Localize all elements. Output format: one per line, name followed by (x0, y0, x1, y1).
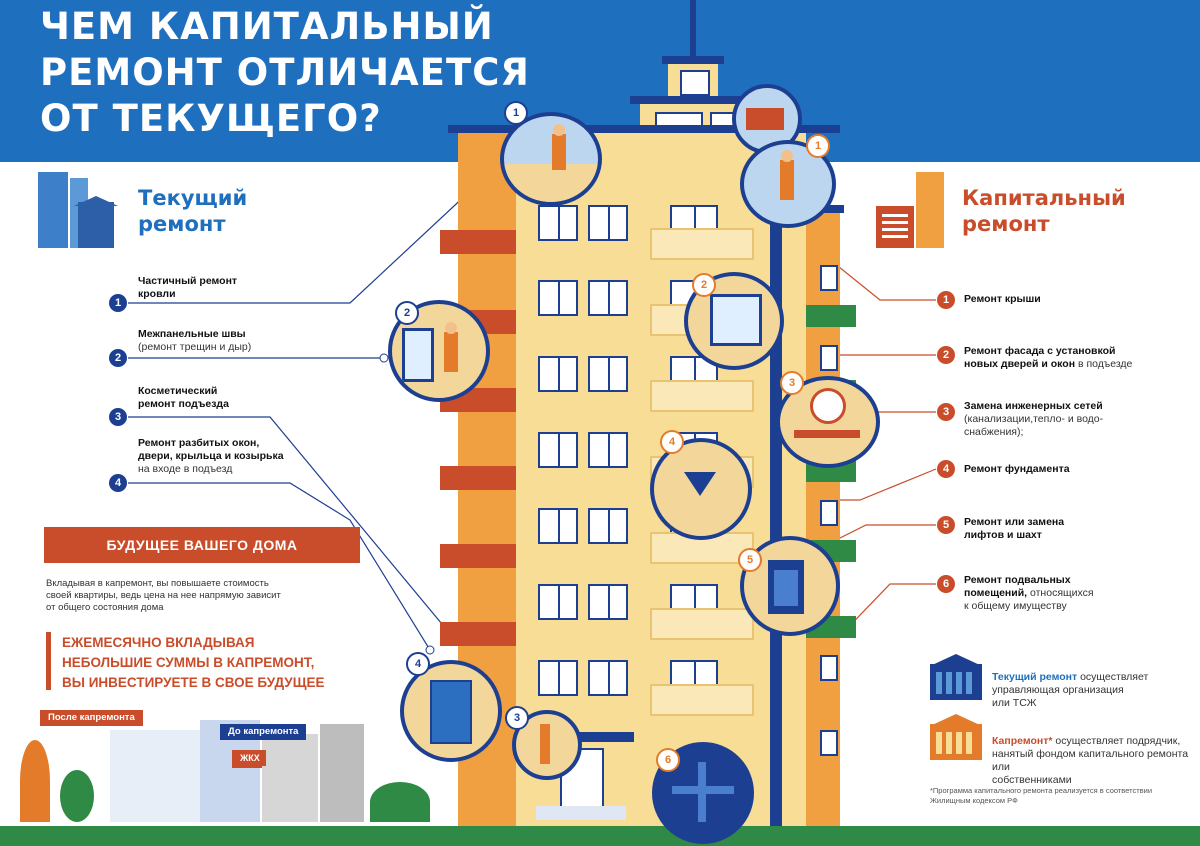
current-repair-icon (38, 172, 118, 248)
current-repair-heading: Текущий ремонт (138, 186, 248, 236)
current-item-number: 3 (109, 408, 127, 426)
before-repair-tag: До капремонта (220, 724, 307, 740)
current-item: Косметический ремонт подъезда (138, 385, 229, 410)
current-item: Ремонт разбитых окон, двери, крыльца и к… (138, 437, 284, 475)
current-item-number: 1 (109, 294, 127, 312)
legend-capital-icon (930, 714, 982, 760)
capital-repair-heading: Капитальный ремонт (962, 186, 1126, 236)
capital-item: Ремонт или замена лифтов и шахт (964, 516, 1065, 541)
roof-worker-bubble (500, 112, 602, 206)
housing-office-sign: ЖКХ (234, 750, 266, 766)
bubble-number: 2 (395, 301, 419, 325)
capital-item: Ремонт фундамента (964, 463, 1070, 475)
capital-item: Ремонт подвальных помещений, относящихся… (964, 574, 1094, 612)
capital-item-number: 6 (937, 575, 955, 593)
footnote: *Программа капитального ремонта реализуе… (930, 786, 1153, 805)
capital-item: Ремонт крыши (964, 293, 1041, 305)
bubble-number: 1 (504, 101, 528, 125)
slogan-bar (46, 632, 51, 690)
bubble-number: 3 (505, 706, 529, 730)
legend-current-icon (930, 654, 982, 700)
legend-capital: Капремонт* осуществляет подрядчик, нанят… (992, 735, 1189, 786)
capital-item: Замена инженерных сетей (канализации,теп… (964, 400, 1104, 438)
legend-current: Текущий ремонт осуществляет управляющая … (992, 671, 1149, 709)
capital-item-number: 3 (937, 403, 955, 421)
capital-item-number: 1 (937, 291, 955, 309)
ground (0, 826, 1200, 846)
connector-current-3 (128, 416, 521, 719)
bubble-number: 4 (660, 430, 684, 454)
capital-item-number: 4 (937, 460, 955, 478)
capital-item-number: 2 (937, 346, 955, 364)
entrance-door-bubble (400, 660, 502, 762)
bubble-number: 3 (780, 371, 804, 395)
capital-item: Ремонт фасада с установкой новых дверей … (964, 345, 1133, 370)
bubble-number: 4 (406, 652, 430, 676)
future-banner: БУДУЩЕЕ ВАШЕГО ДОМА (44, 527, 360, 563)
current-item-number: 4 (109, 474, 127, 492)
bubble-number: 1 (806, 134, 830, 158)
capital-item-number: 5 (937, 516, 955, 534)
current-item-number: 2 (109, 349, 127, 367)
facade-windows-bubble (684, 272, 784, 370)
foundation-bubble (650, 438, 752, 540)
bubble-number: 6 (656, 748, 680, 772)
connector-current-4 (128, 482, 431, 651)
elevator-bubble (740, 536, 840, 636)
current-item: Частичный ремонт кровли (138, 275, 238, 300)
connector-current-1 (128, 164, 499, 304)
bubble-number: 2 (692, 273, 716, 297)
future-text: Вкладывая в капремонт, вы повышаете стои… (46, 578, 281, 613)
capital-repair-icon (876, 172, 948, 248)
slogan: ЕЖЕМЕСЯЧНО ВКЛАДЫВАЯ НЕБОЛЬШИЕ СУММЫ В К… (62, 635, 325, 690)
after-repair-tag: После капремонта (40, 710, 143, 726)
current-item: Межпанельные швы (ремонт трещин и дыр) (138, 328, 252, 353)
bubble-number: 5 (738, 548, 762, 572)
page-title: ЧЕМ КАПИТАЛЬНЫЙ РЕМОНТ ОТЛИЧАЕТСЯ ОТ ТЕК… (40, 5, 530, 140)
